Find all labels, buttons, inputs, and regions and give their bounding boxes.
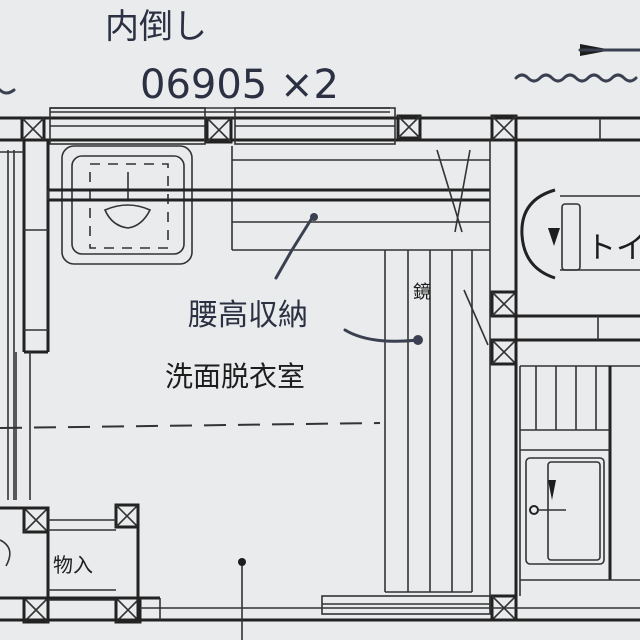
storage-note-leader-lower — [343, 328, 420, 343]
top-window — [49, 107, 396, 145]
mirror-label: 鏡 — [413, 282, 431, 303]
toilet-label: トイ — [586, 231, 640, 266]
handwritten-product-name: 内倒し — [105, 7, 207, 47]
storage-shelving — [47, 146, 490, 251]
washbasin-vanity — [61, 145, 193, 265]
door-marker — [238, 558, 246, 640]
bottom-wall — [0, 595, 640, 622]
window-wave-mark-right — [514, 73, 638, 83]
washroom-label: 洗面脱衣室 — [165, 360, 305, 393]
storage-closet — [0, 505, 140, 620]
mirror-leader-line — [463, 289, 489, 346]
left-wall — [0, 140, 50, 500]
door-swing-lines — [436, 140, 491, 610]
ceiling-dashed-line — [0, 422, 381, 429]
storage-note-dot-lower — [413, 335, 423, 345]
toilet-room — [514, 118, 640, 610]
handwritten-product-code: 06905 ×2 — [140, 62, 339, 108]
storage-label: 物入 — [53, 553, 93, 577]
structural-posts — [20, 114, 518, 624]
storage-note-dot-upper — [310, 213, 318, 221]
handwritten-storage-note: 腰高収納 — [188, 298, 308, 333]
storage-note-leader-upper — [274, 216, 314, 280]
mirror-cabinet — [384, 250, 473, 593]
window-tilde-mark-left — [0, 88, 16, 95]
